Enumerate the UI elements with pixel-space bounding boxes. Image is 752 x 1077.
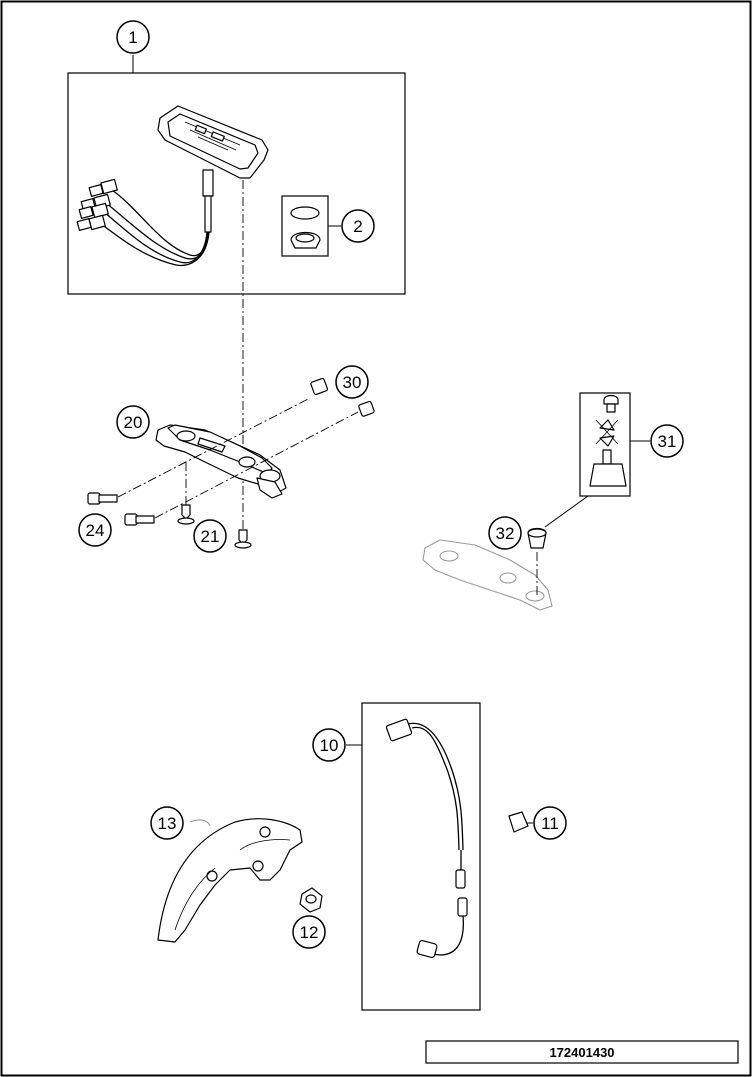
nut-12 [299, 887, 323, 913]
callout-circle [292, 915, 326, 949]
o-ring [290, 206, 320, 220]
callout-number: 2 [353, 217, 362, 236]
callout-number: 31 [658, 432, 677, 451]
callout-circle [116, 20, 150, 54]
assembly-box-31 [579, 392, 631, 497]
speedometer-unit [76, 105, 269, 267]
callout-13: 13 [150, 806, 184, 840]
rivet-31 [589, 394, 627, 487]
callout-circle [78, 513, 112, 547]
clip-11 [508, 811, 533, 833]
speedometer-holder [155, 424, 287, 499]
callout-circle [312, 728, 346, 762]
speed-sensor-cable [385, 718, 468, 959]
callout-number: 20 [124, 413, 143, 432]
brake-disc-13 [157, 818, 303, 943]
callout-12: 12 [292, 915, 326, 949]
callout-number: 21 [201, 527, 220, 546]
callout-30: 30 [335, 365, 369, 399]
callout-number: 32 [496, 524, 515, 543]
assembly-box-sensor [361, 702, 481, 1011]
callout-20: 20 [116, 405, 150, 439]
reference-number: 172401430 [549, 1045, 614, 1060]
callout-2: 2 [341, 209, 375, 243]
callout-circle [193, 519, 227, 553]
callout-21: 21 [193, 519, 227, 553]
callout-number: 30 [343, 373, 362, 392]
callout-10: 10 [312, 728, 346, 762]
callout-number: 1 [128, 28, 137, 47]
bushing-32 [527, 527, 547, 596]
reference-box [425, 1040, 739, 1064]
callout-24: 24 [78, 513, 112, 547]
callout-11: 11 [533, 806, 567, 840]
callout-circle [488, 516, 522, 550]
callout-number: 12 [300, 923, 319, 942]
callout-32: 32 [488, 516, 522, 550]
rubber-grommet [290, 231, 321, 249]
callout-circle [650, 424, 684, 458]
assembly-box-speedometer [67, 72, 406, 295]
callout-number: 11 [541, 814, 559, 833]
callout-1: 1 [116, 20, 150, 54]
callout-circle [150, 806, 184, 840]
holder-lower-grey [422, 539, 553, 611]
callout-number: 10 [320, 736, 339, 755]
callout-number: 24 [86, 521, 105, 540]
callout-circle [116, 405, 150, 439]
screw-21 [177, 462, 252, 549]
callout-circle [341, 209, 375, 243]
callout-31: 31 [650, 424, 684, 458]
callout-circle [533, 806, 567, 840]
callout-circle [335, 365, 369, 399]
callout-number: 13 [158, 814, 177, 833]
screw-24 [87, 397, 311, 505]
screw-24b [124, 411, 359, 526]
sleeve-30 [310, 377, 375, 417]
